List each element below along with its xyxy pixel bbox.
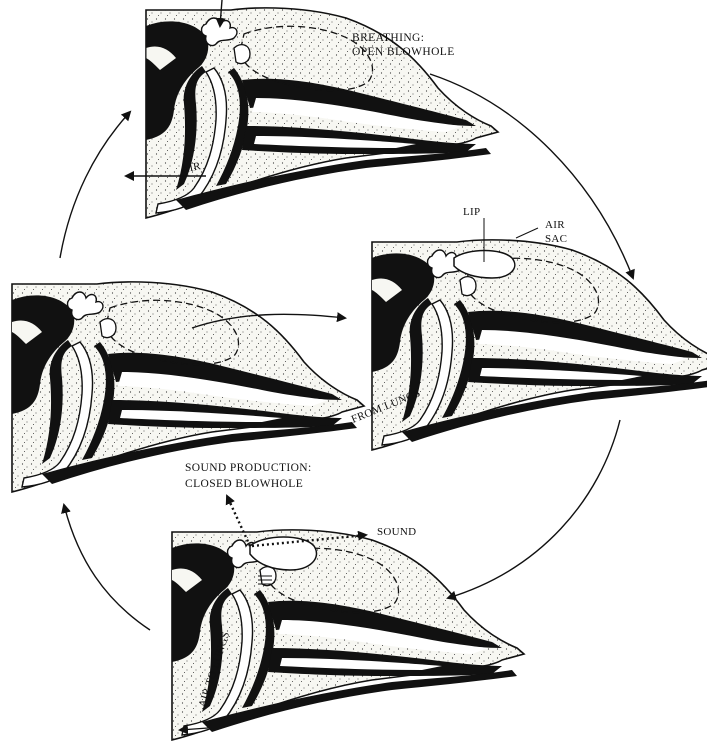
air-sac-label-line1: AIR [545, 219, 565, 231]
panel-breathing [126, 0, 498, 218]
breathing-caption-line2: OPEN BLOWHOLE [352, 46, 455, 58]
sound-caption-line2: CLOSED BLOWHOLE [185, 478, 303, 490]
panel-air-sac-empty [12, 282, 364, 492]
cycle-arrow-left-to-top [60, 112, 130, 258]
sound-caption-line1: SOUND PRODUCTION: [185, 462, 312, 474]
breathing-caption-line1: BREATHING: [352, 32, 424, 44]
lip-label: LIP [463, 206, 480, 218]
cycle-arrow-right-to-bottom [448, 420, 620, 598]
cycle-arrow-bottom-to-left [64, 505, 150, 630]
panel-air-sac-filling [372, 240, 707, 450]
sound-label: SOUND [377, 526, 416, 538]
air-sac-label-line2: SAC [545, 233, 567, 245]
